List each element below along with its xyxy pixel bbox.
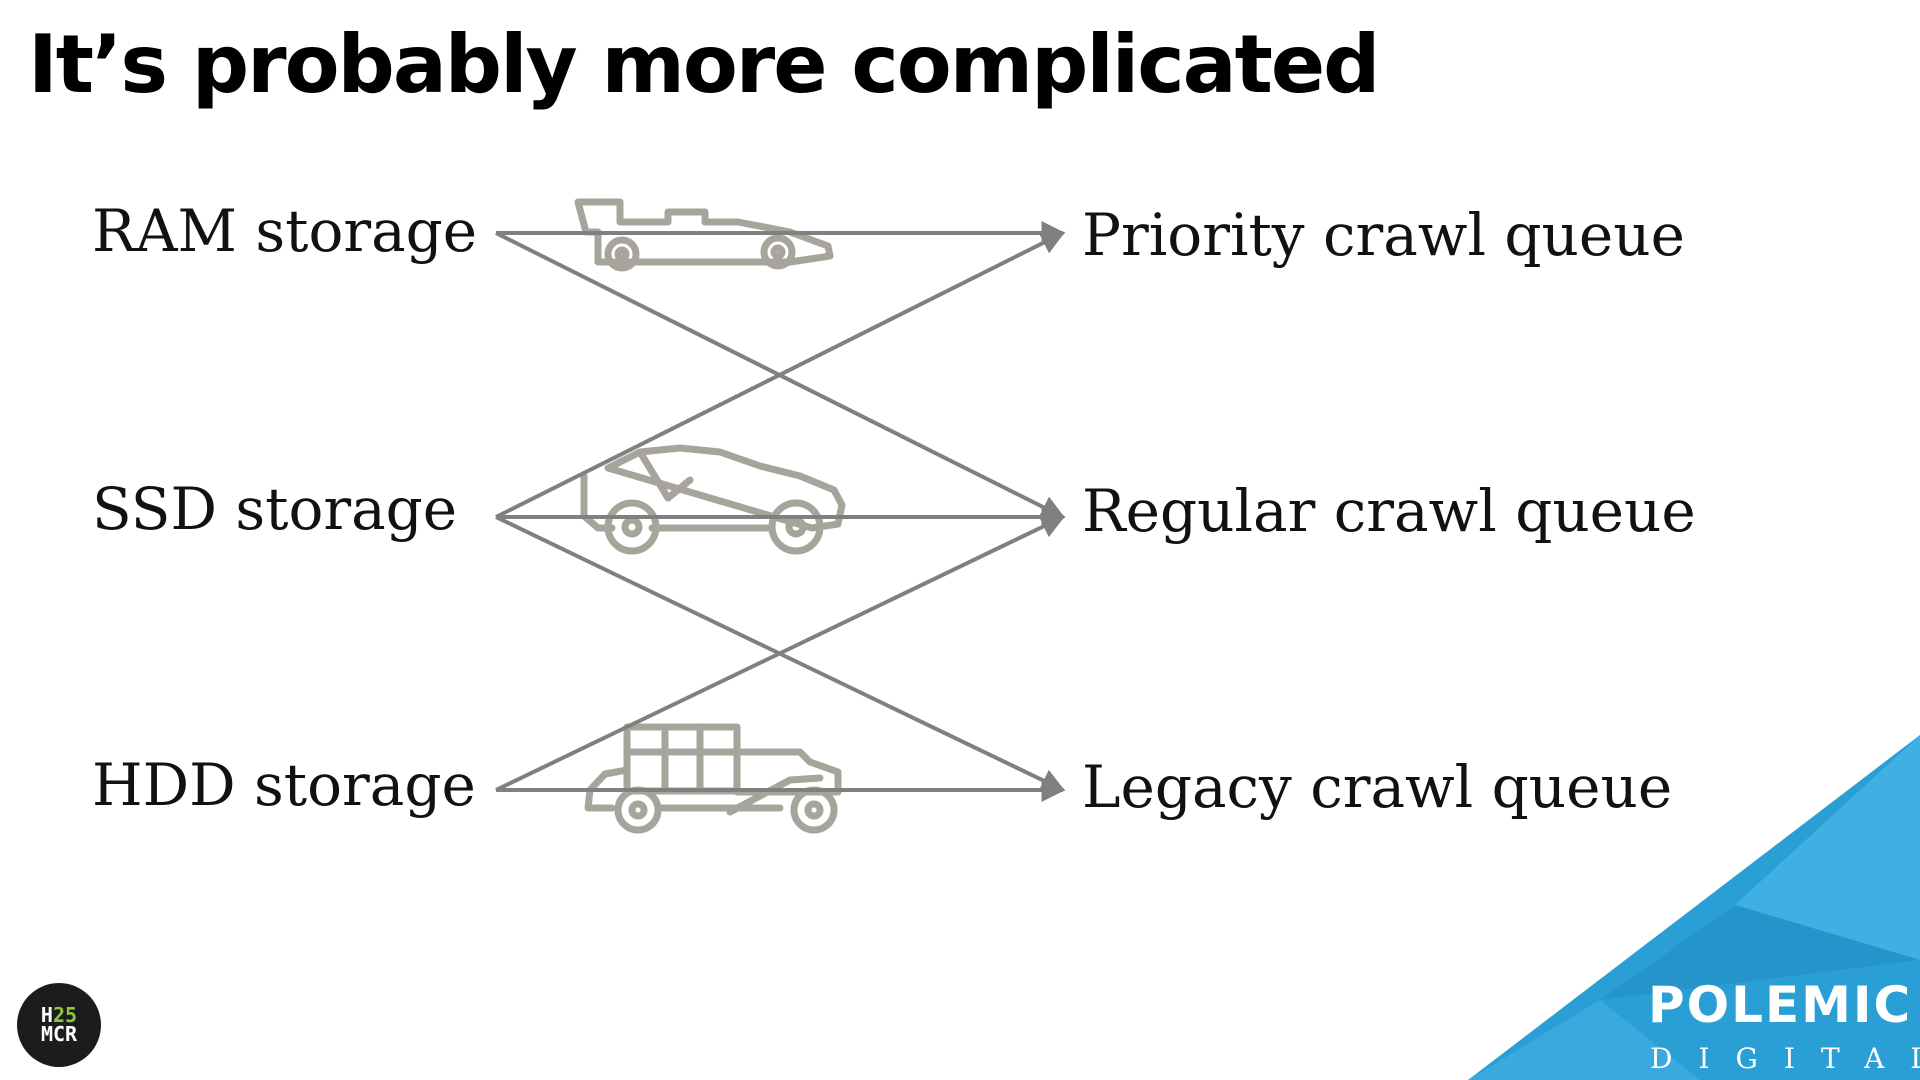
left-node-ram: RAM storage xyxy=(92,197,478,265)
company-logo-sub: DIGITAL xyxy=(1650,1042,1920,1075)
connection-arrows xyxy=(495,221,1066,802)
company-logo-name: POLEMIC xyxy=(1648,976,1913,1034)
right-node-legacy: Legacy crawl queue xyxy=(1082,753,1673,821)
event-logo-line2: MCR xyxy=(40,1022,78,1046)
brand-triangle xyxy=(1468,735,1920,1080)
arrow-ssd-to-priority xyxy=(495,231,1066,519)
vintage-car-icon xyxy=(584,723,842,834)
arrow-hdd-to-regular xyxy=(495,515,1066,792)
sports-car-icon xyxy=(580,444,846,555)
right-node-regular: Regular crawl queue xyxy=(1082,477,1696,545)
left-node-hdd: HDD storage xyxy=(92,751,476,819)
left-node-ssd: SSD storage xyxy=(92,475,458,543)
event-logo-line1: H25 xyxy=(40,1003,78,1027)
right-node-priority: Priority crawl queue xyxy=(1082,201,1685,269)
slide-title: It’s probably more complicated xyxy=(28,18,1380,111)
event-logo: H25 MCR xyxy=(17,983,101,1067)
